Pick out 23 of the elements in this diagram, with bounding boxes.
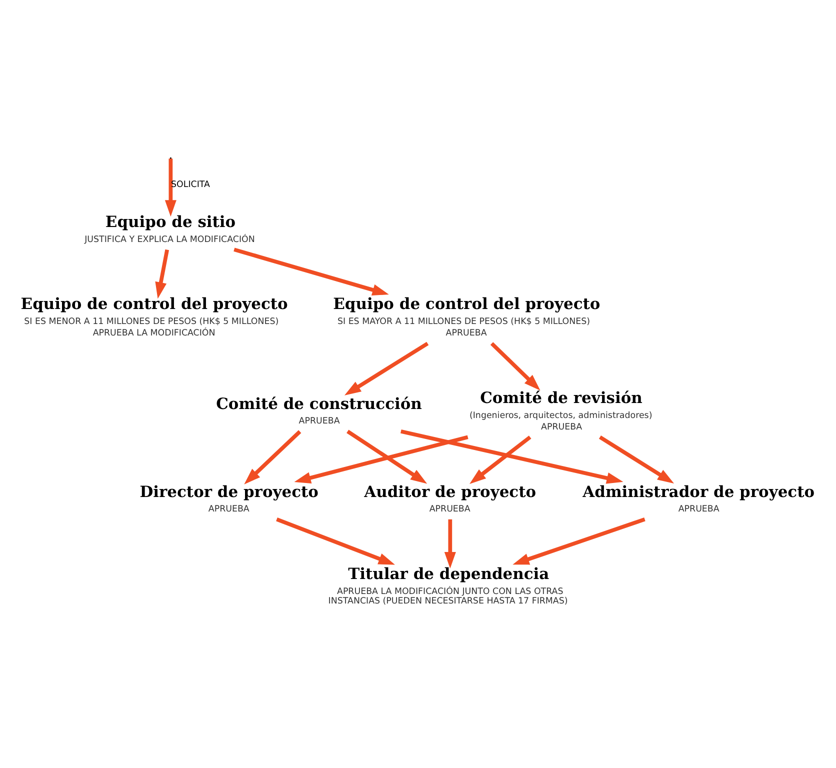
arrow (512, 517, 646, 564)
arrow (276, 517, 395, 564)
node-text: Auditor de proyecto APRUEBA (364, 481, 536, 514)
node-text: Comité de revisión (Ingenieros, arquitectos, administradores) APRUEBA (469, 388, 652, 432)
arrow (164, 158, 176, 216)
node-text: Comité de construcción APRUEBA (216, 393, 422, 426)
arrow (598, 434, 674, 483)
arrow (234, 247, 389, 295)
arrow (490, 342, 540, 390)
arrow (470, 435, 532, 484)
node-text: Director de proyecto APRUEBA (140, 481, 318, 514)
arrow (400, 428, 624, 484)
arrow (344, 341, 429, 395)
node-text: Equipo de sitio JUSTIFICA Y EXPLICA LA MODIFICACIÓN (84, 212, 255, 244)
node-text: Administrador de proyecto APRUEBA (582, 481, 815, 514)
arrow (346, 429, 428, 484)
node-text: Equipo de control del proyecto SI ES MAYOR A 11 MILLONES DE PESOS (HK$ 5 MILLONES) APRUEBA (333, 294, 600, 338)
node-text: Equipo de control del proyecto SI ES MENOR A 11 MILLONES DE PESOS (HK$ 5 MILLONES) APRUEBA LA MODIFICACIÓN (20, 294, 288, 338)
arrow (444, 518, 456, 568)
arrow (294, 434, 468, 483)
node-text: Titular de dependencia APRUEBA LA MODIFICACIÓN JUNTO CON LAS OTRAS INSTANCIAS (PUEDEN NECESITARSE HASTA 17 FIRMAS) (328, 564, 568, 606)
arrow (155, 248, 170, 298)
arrow (244, 430, 302, 484)
